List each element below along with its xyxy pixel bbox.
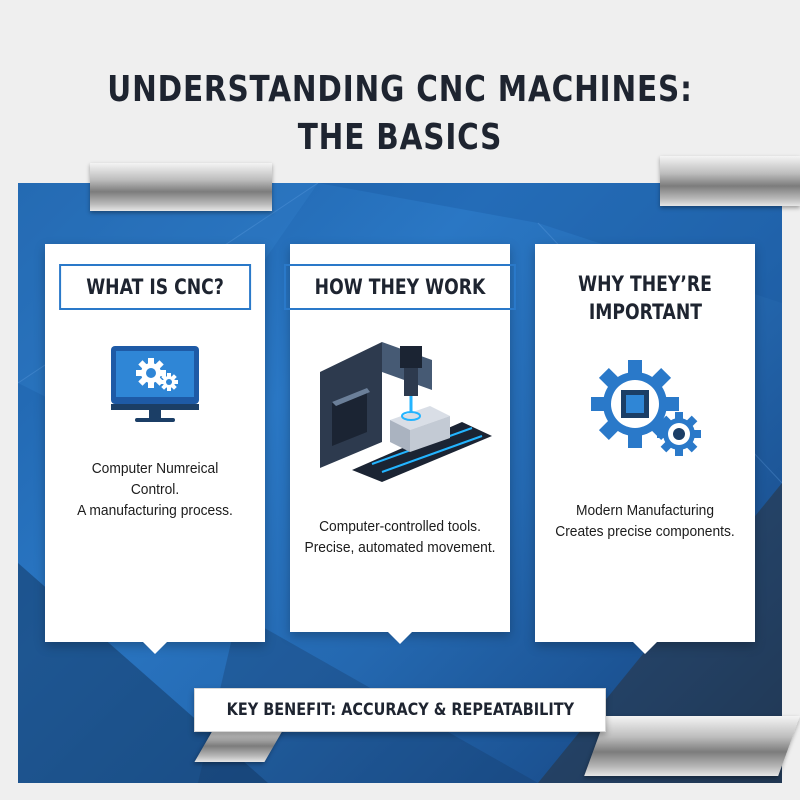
card-heading: WHY THEY’RE IMPORTANT: [563, 270, 726, 326]
metal-bar-bottom-right: [584, 716, 800, 776]
card-description: Modern Manufacturing Creates precise com…: [535, 500, 755, 542]
card-what-is-cnc: WHAT IS CNC? Computer Numreical Control.…: [45, 244, 265, 654]
card-text-line: Computer Numreical: [91, 460, 219, 477]
card-heading: WHAT IS CNC?: [59, 264, 251, 310]
card-heading-line: WHY THEY’RE: [578, 272, 712, 296]
card-why-important: WHY THEY’RE IMPORTANT Modern Manufacturi…: [535, 244, 755, 654]
gear-chip-icon: [591, 360, 701, 456]
card-text-line: Creates precise components.: [555, 523, 735, 540]
key-benefit-text: KEY BENEFIT: ACCURACY & REPEATABILITY: [226, 700, 574, 720]
card-text-line: A manufacturing process.: [77, 502, 233, 519]
card-description: Computer-controlled tools. Precise, auto…: [290, 516, 510, 558]
card-heading-line: IMPORTANT: [588, 300, 702, 324]
card-description: Computer Numreical Control. A manufactur…: [45, 458, 265, 521]
title-line-2: THE BASICS: [297, 117, 503, 158]
metal-bar-top-right: [660, 156, 800, 206]
page-title: UNDERSTANDING CNC MACHINES: THE BASICS: [72, 66, 728, 162]
title-line-1: UNDERSTANDING CNC MACHINES:: [107, 69, 693, 110]
card-heading: HOW THEY WORK: [283, 264, 517, 310]
monitor-gears-icon: [111, 346, 199, 422]
metal-bar-top-left: [90, 163, 272, 211]
card-text-line: Control.: [130, 481, 180, 498]
card-text-line: Modern Manufacturing: [575, 502, 715, 519]
card-text-line: Precise, automated movement.: [304, 539, 496, 556]
cnc-machine-icon: [320, 342, 492, 482]
card-how-they-work: HOW THEY WORK Computer-controlled tools.…: [283, 244, 517, 644]
card-text-line: Computer-controlled tools.: [319, 518, 481, 535]
key-benefit-banner: KEY BENEFIT: ACCURACY & REPEATABILITY: [194, 688, 606, 732]
